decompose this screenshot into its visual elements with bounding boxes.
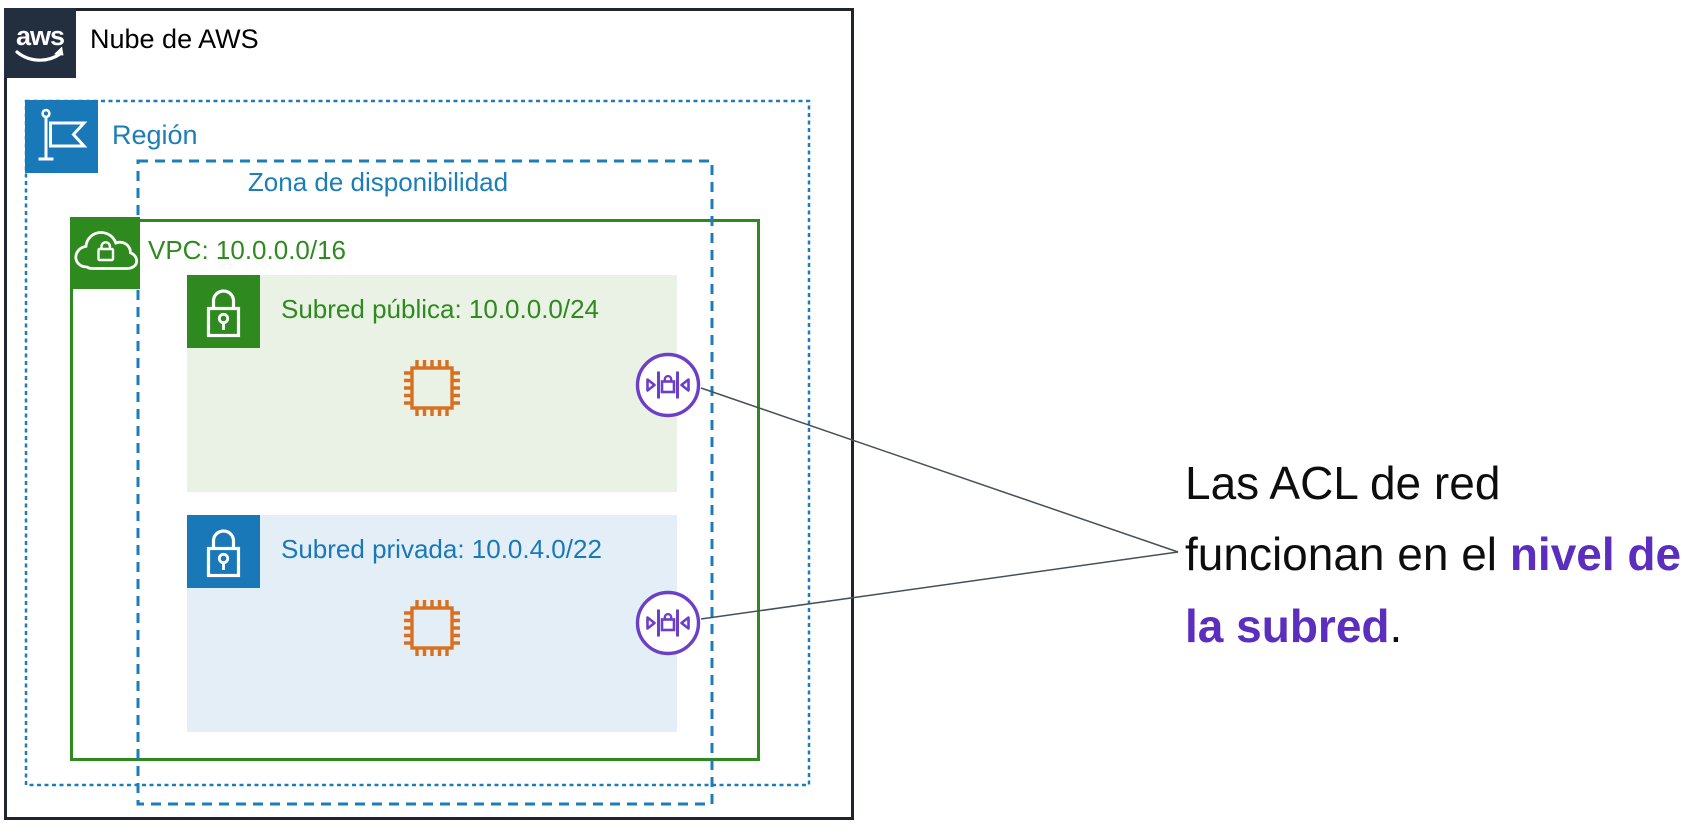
instance-chip-icon xyxy=(398,594,466,662)
public-subnet-lock-icon xyxy=(187,275,260,348)
region-label: Región xyxy=(112,120,198,150)
private-subnet-lock-icon xyxy=(187,515,260,588)
availability-zone-label: Zona de disponibilidad xyxy=(247,167,509,197)
annotation-highlight: nivel de la subred xyxy=(1185,528,1682,652)
network-acl-icon xyxy=(633,350,703,420)
aws-logo-text: aws xyxy=(16,21,64,51)
aws-cloud-label: Nube de AWS xyxy=(90,24,259,54)
annotation-text-before: Las ACL de red funcionan en el xyxy=(1185,457,1510,581)
vpc-cloud-lock-icon xyxy=(70,217,140,289)
network-acl-icon xyxy=(633,588,703,658)
annotation-text: Las ACL de red funcionan en el nivel de … xyxy=(1185,448,1685,662)
annotation-text-after: . xyxy=(1389,599,1403,652)
public-subnet-label: Subred pública: 10.0.0.0/24 xyxy=(281,294,600,324)
aws-logo-icon: aws xyxy=(4,8,76,78)
region-flag-icon xyxy=(25,100,98,173)
vpc-label: VPC: 10.0.0.0/16 xyxy=(148,235,347,265)
instance-chip-icon xyxy=(398,354,466,422)
private-subnet-label: Subred privada: 10.0.4.0/22 xyxy=(281,534,602,564)
